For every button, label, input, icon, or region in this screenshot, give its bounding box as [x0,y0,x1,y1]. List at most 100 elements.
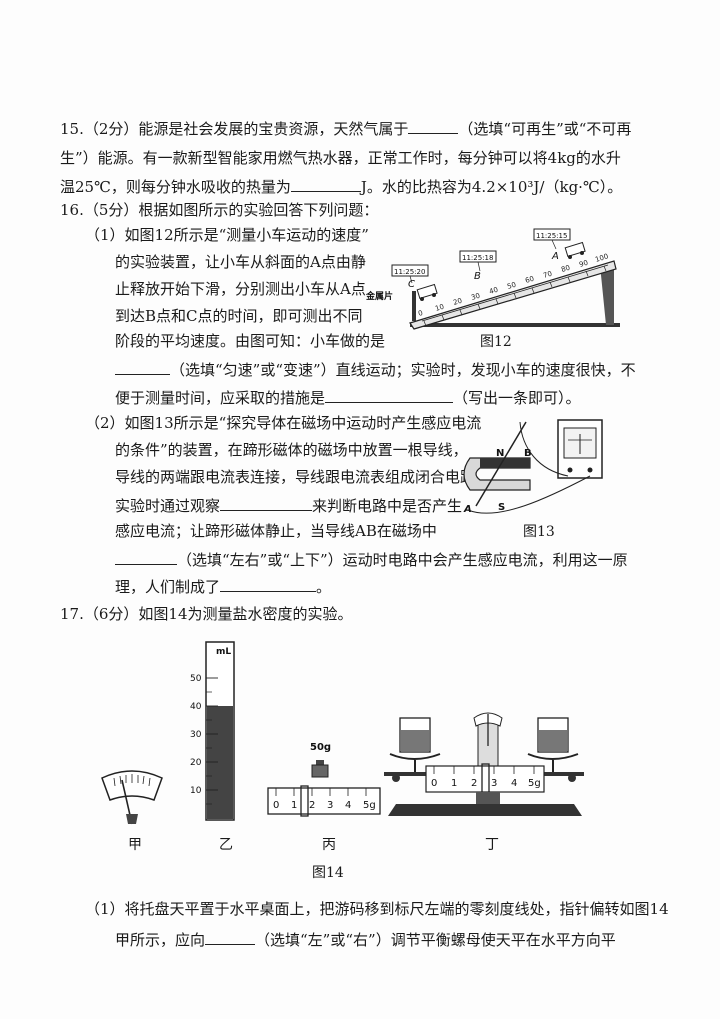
conductor-ab [475,421,527,507]
q16-p2-line2: 的条件”的装置，在蹄形磁体的磁场中放置一根导线， [115,441,468,459]
balance-tick-2: 2 [471,778,477,789]
q16-p1-line7: 便于测量时间，应采取的措施是（写出一条即可）。 [115,386,581,409]
wire-a [467,475,591,514]
q16-p2-text4b: 来判断电路中是否产生 [312,497,463,515]
label-b: B [524,448,532,459]
left-pan [389,753,441,760]
cylinder-tick-label: 20 [190,758,202,768]
label-a: A [463,504,472,515]
weight-knob [316,760,324,765]
slider-tick-0: 0 [273,800,279,811]
figure-12-caption: 图12 [480,334,512,350]
cylinder-tick-label: 40 [190,702,202,712]
slider-tick-1: 1 [291,800,297,811]
balance-tick-5: 5g [528,778,541,789]
cylinder-liquid [207,706,233,819]
cylinder-tick-label: 30 [190,730,202,740]
balance-scale [425,765,545,793]
left-beaker [399,717,431,753]
balance-tick-4: 4 [511,778,517,789]
q15-line1: 15.（2分）能源是社会发展的宝贵资源，天然气属于 （选填“可再生”或“不可再 [60,117,631,140]
q15-text-b: （选填“可再生”或“不可再 [458,120,632,138]
balance-stand [476,792,500,804]
balance-base [388,804,582,816]
right-beaker [537,717,569,753]
q15-blank-1[interactable] [408,117,459,134]
metal-plate-label: 金属片 [365,290,393,302]
tick-100: 100 [594,252,609,264]
cart-a [564,241,586,259]
q16-blank-1[interactable] [115,358,170,375]
cart-c [416,283,438,301]
tick-20: 20 [452,297,463,307]
figure-14-caption: 图14 [312,865,344,881]
figure-12-incline: 0 10 20 30 40 50 60 70 80 90 100 金属片 11:… [365,228,620,330]
dial-ticks [113,774,151,787]
q16-p1-line5: 阶段的平均速度。由图可知：小车做的是 [115,332,386,350]
balance-tick-1: 1 [451,778,457,789]
tick-80: 80 [560,264,571,274]
incline-ramp [409,260,617,330]
q16-p2-line6: （选填“左右”或“上下”）运动时电路中会产生感应电流，利用这一原 [115,548,628,571]
slider-ruler [267,787,381,815]
q16-p1-line1: （1）如图12所示是“测量小车运动的速度” [85,226,369,244]
incline-base [410,323,620,327]
figure-14-bing-scale: 50g 0 1 2 3 4 5g [267,742,381,817]
q17-p1-line1: （1）将托盘天平置于水平桌面上，把游码移到标尺左端的零刻度线处，指针偏转如图14 [85,900,669,918]
q16-blank-4[interactable] [115,548,177,565]
q16-p1-line2: 的实验装置，让小车从斜面的A点由静 [115,253,366,271]
tick-60: 60 [524,275,535,285]
q16-p1-text6: （选填“匀速”或“变速”）直线运动；实验时，发现小车的速度很快，不 [170,361,636,379]
cylinder-tick-label: 50 [190,674,202,684]
cylinder-ticks: 50 40 30 20 10 [190,674,218,805]
q16-blank-3[interactable] [220,494,313,511]
balance-tick-3: 3 [491,778,497,789]
point-a-label: A [551,251,559,262]
balance-scale-labels: 0 1 2 3 4 5g [431,778,541,789]
figure-13-caption: 图13 [523,524,555,540]
q16-p2-line4: 实验时通过观察来判断电路中是否产生 [115,494,462,517]
q16-p2-text6: （选填“左右”或“上下”）运动时电路中会产生感应电流，利用这一原 [177,551,628,569]
tick-70: 70 [542,270,553,280]
balance-tick-0: 0 [431,778,437,789]
point-c-label: C [408,279,415,290]
q16-p1-line4: 到达B点和C点的时间，即可测出不同 [115,307,363,325]
q15-text-c: 温25℃，则每分钟水吸收的热量为 [60,178,291,196]
tick-50: 50 [506,281,517,291]
tick-40: 40 [488,286,499,296]
label-bing: 丙 [322,837,336,853]
slider-ruler-ticks [275,788,367,796]
q16-p1-line6: （选填“匀速”或“变速”）直线运动；实验时，发现小车的速度很快，不 [115,358,636,381]
q17-header: 17.（6分）如图14为测量盐水密度的实验。 [60,605,353,623]
slider-tick-4: 4 [345,800,351,811]
figure-14-ding-balance: 0 1 2 3 4 5g [384,712,584,816]
q16-p2-text7b: 。 [316,578,332,596]
point-b-label: B [474,271,481,282]
tick-90: 90 [578,259,589,269]
q16-blank-5[interactable] [220,575,317,592]
slider-tick-5: 5g [363,800,376,811]
q16-blank-2[interactable] [325,386,454,403]
incline-support [600,263,614,325]
ruler-tick-labels: 0 10 20 30 40 50 60 70 80 90 100 [417,252,609,318]
tick-0: 0 [417,309,424,318]
cylinder-unit: mL [216,647,231,657]
q16-p2-line5: 感应电流；让蹄形磁体静止，当导线AB在磁场中 [115,522,437,540]
figure-14-jia-dial [101,770,163,825]
label-s: S [498,502,505,513]
slider-tick-2: 2 [309,800,315,811]
figure-14-yi-cylinder: mL 50 40 30 20 10 [190,641,235,821]
q17-p1-text2a: 甲所示，应向 [115,931,206,949]
clock-a-time: 11:25:15 [536,232,567,240]
q15-blank-2[interactable] [290,175,361,192]
magnet-north [480,458,530,468]
q17-blank-1[interactable] [205,928,256,945]
q15-text-a: 15.（2分）能源是社会发展的宝贵资源，天然气属于 [60,120,409,138]
slider-tick-3: 3 [327,800,333,811]
cylinder-tick-label: 10 [190,786,202,796]
tick-10: 10 [434,303,445,313]
slider-tick-labels: 0 1 2 3 4 5g [273,800,376,811]
balance-scale-ticks [433,766,535,774]
